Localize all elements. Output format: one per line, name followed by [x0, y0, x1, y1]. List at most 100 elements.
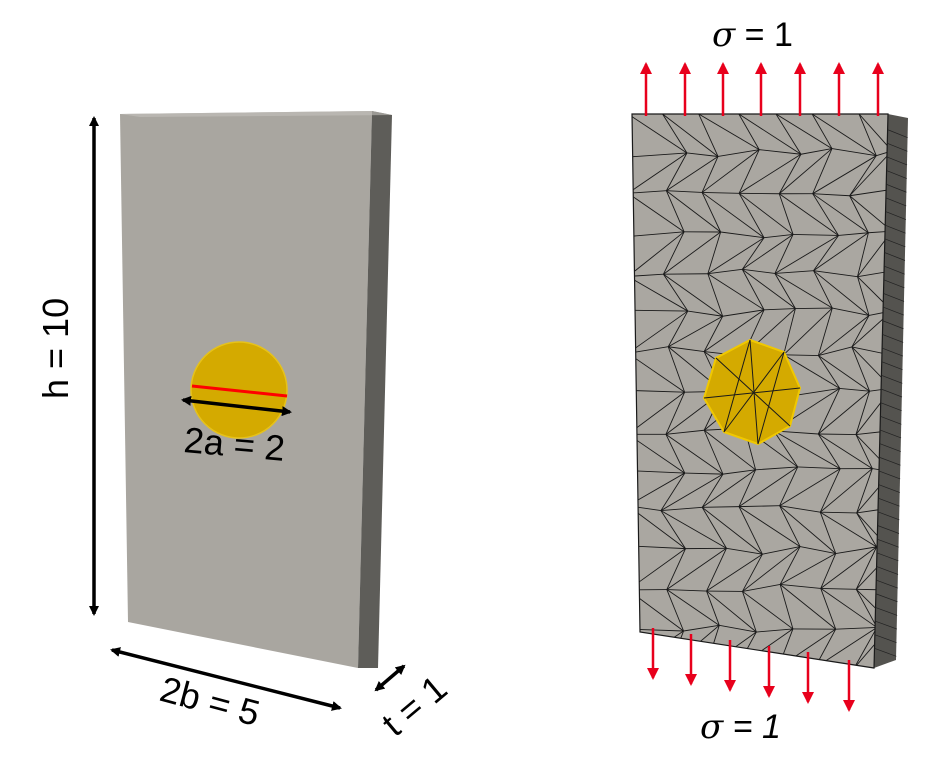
- mesh-edge: [779, 468, 841, 507]
- mesh-edge: [818, 346, 852, 356]
- mesh-edge: [701, 192, 765, 239]
- side-mesh-edge: [884, 252, 906, 261]
- top-stress-value: = 1: [735, 16, 793, 54]
- mesh-edge: [858, 114, 877, 156]
- mesh-edge: [707, 237, 765, 275]
- top-stress-label: σ = 1: [712, 15, 793, 55]
- mesh-edge: [764, 308, 796, 311]
- mesh-edge: [738, 506, 801, 547]
- mesh-edge: [684, 472, 723, 475]
- mesh-edge: [742, 269, 796, 309]
- mesh-edge: [838, 232, 869, 236]
- mesh-edge: [738, 153, 802, 194]
- mesh-edge: [703, 429, 756, 471]
- mesh-edge: [817, 433, 841, 469]
- mesh-edge: [779, 584, 836, 630]
- mesh-edge: [707, 273, 765, 311]
- mesh-edge: [668, 346, 705, 353]
- mesh-edge: [849, 155, 877, 197]
- mesh-edge: [851, 315, 870, 348]
- top-load-arrows: [640, 62, 884, 116]
- mesh-edge: [774, 235, 839, 274]
- side-mesh-edge: [879, 456, 901, 466]
- mesh-edge: [719, 624, 757, 633]
- mesh-edge: [632, 152, 688, 194]
- mesh-edge: [778, 154, 802, 194]
- mesh-edge: [722, 309, 765, 317]
- mesh-edge: [738, 193, 765, 238]
- mesh-edge: [813, 270, 858, 278]
- mesh-edge: [796, 387, 840, 396]
- mesh-edge: [820, 511, 857, 514]
- mesh-edge: [779, 505, 801, 547]
- mesh-edge: [783, 354, 840, 389]
- crack-width-label: 2a = 2: [182, 419, 286, 469]
- mesh-edge: [742, 268, 775, 274]
- mesh-edge: [820, 588, 837, 630]
- side-mesh-edge: [874, 648, 897, 657]
- mesh-edge: [666, 190, 721, 233]
- side-mesh-edge: [879, 443, 901, 452]
- side-mesh-edge: [875, 593, 898, 603]
- mesh-edge: [738, 506, 763, 555]
- mesh-edge: [706, 590, 757, 633]
- side-mesh-edge: [877, 525, 900, 534]
- mesh-edge: [820, 587, 857, 590]
- mesh-edge: [701, 192, 722, 233]
- mesh-edge: [665, 434, 686, 474]
- mesh-edge: [667, 346, 686, 393]
- mesh-edge: [857, 232, 869, 277]
- side-mesh-edge: [876, 566, 899, 575]
- mesh-edge: [811, 114, 833, 149]
- mesh-edge: [663, 231, 721, 275]
- plate-side-face: [358, 111, 392, 668]
- mesh-edge: [663, 273, 723, 317]
- side-mesh-edge: [887, 129, 908, 138]
- mesh-edge: [797, 466, 841, 470]
- bottom-stress-value: = 1: [723, 708, 781, 746]
- mesh-edge: [858, 114, 888, 152]
- mesh-edge: [698, 114, 760, 151]
- side-mesh-edge: [883, 293, 905, 302]
- mesh-edge: [632, 352, 685, 393]
- side-mesh-edge: [883, 279, 905, 289]
- mesh-edge: [849, 195, 869, 233]
- crack-line: [191, 384, 288, 398]
- mesh-edge: [632, 114, 688, 154]
- mesh-edge: [666, 589, 685, 632]
- mesh-edge: [795, 307, 833, 309]
- side-mesh-edge: [882, 334, 904, 343]
- mesh-edge: [820, 588, 878, 628]
- side-mesh-edge: [878, 484, 901, 493]
- mesh-edge: [811, 114, 877, 157]
- mesh-edge: [849, 188, 888, 197]
- mesh-edge: [779, 505, 821, 513]
- mesh-plate-outline: [631, 113, 889, 669]
- width-label: 2b = 5: [156, 668, 264, 734]
- mesh-edge: [818, 315, 870, 356]
- mesh-edge: [722, 469, 756, 475]
- side-mesh-edge: [875, 607, 898, 616]
- side-mesh-edge: [884, 238, 906, 248]
- mesh-edge: [662, 114, 688, 154]
- mesh-edge: [707, 268, 743, 275]
- side-mesh-edge: [881, 375, 903, 384]
- side-mesh-edge: [877, 511, 900, 521]
- mesh-edge: [738, 114, 802, 155]
- mesh-edge: [813, 270, 833, 309]
- mesh-model: σ = 1 σ = 1: [631, 15, 908, 747]
- mesh-edge: [855, 546, 877, 590]
- mesh-edge: [779, 553, 836, 585]
- mesh-edge: [759, 149, 802, 155]
- mesh-edge: [701, 506, 763, 555]
- mesh-edge: [775, 114, 802, 155]
- mesh-edge: [666, 156, 719, 192]
- mesh-edge: [632, 276, 689, 312]
- bottom-stress-symbol: σ: [700, 707, 724, 747]
- mesh-edge: [666, 589, 707, 592]
- mesh-edge: [780, 584, 821, 589]
- mesh-edge: [666, 190, 703, 193]
- triangular-mesh: [632, 114, 888, 668]
- mesh-edge: [726, 547, 763, 555]
- mesh-edge: [701, 469, 756, 508]
